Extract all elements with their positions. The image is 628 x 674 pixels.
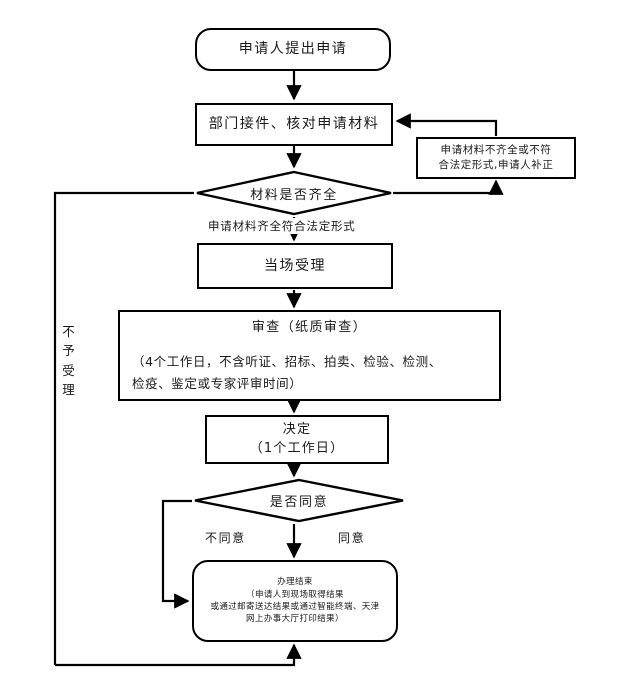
node-complete-label: 材料是否齐全: [250, 187, 338, 203]
node-decide[interactable]: 决定 （1个工作日）: [205, 415, 389, 464]
edge-label-reject-c3: 理: [62, 382, 76, 398]
node-review-line1: （4个工作日，不含听证、招标、拍卖、检验、检测、: [132, 353, 442, 369]
node-supplement-line2: 合法定形式,申请人补正: [438, 159, 554, 171]
node-accept-label: 当场受理: [264, 257, 326, 274]
node-finish-line3: 或通过邮寄送达结果或通过智能终端、天津: [210, 602, 380, 612]
node-review[interactable]: 审查（纸质审查） （4个工作日，不含听证、招标、拍卖、检验、检测、 检疫、鉴定或…: [118, 310, 501, 401]
edge-label-agree: 同意: [338, 529, 366, 546]
node-receive-label: 部门接件、核对申请材料: [208, 116, 380, 133]
node-complete-decision[interactable]: 材料是否齐全: [195, 170, 393, 216]
node-agree-label: 是否同意: [269, 495, 329, 510]
diamond-shape: [194, 478, 404, 523]
node-receive[interactable]: 部门接件、核对申请材料: [195, 103, 393, 146]
node-finish-line4: 网上办事大厅打印结果）: [246, 614, 344, 625]
node-agree-decision[interactable]: 是否同意: [193, 478, 405, 523]
node-finish[interactable]: 办理结束 （申请人到现场取得结果 或通过邮寄送达结果或通过智能终端、天津 网上办…: [192, 560, 398, 642]
node-accept[interactable]: 当场受理: [197, 243, 393, 289]
edge-reject-rail-to-finish: [55, 643, 302, 667]
node-review-title: 审查（纸质审查）: [251, 320, 368, 335]
edge-label-reject-c2: 受: [62, 362, 76, 378]
edge-supplement-to-receive: [395, 113, 498, 136]
edge-label-disagree: 不同意: [205, 529, 246, 546]
node-apply-label: 申请人提出申请: [238, 41, 348, 58]
edge-label-reject-c0: 不: [62, 324, 76, 339]
edge-label-reject-c1: 予: [62, 343, 76, 359]
edge-label-reject: 不 予 受 理: [60, 322, 78, 400]
node-decide-line1: 决定: [282, 421, 312, 437]
node-supplement-line1: 申请材料不齐全或不符: [440, 143, 552, 156]
edge-complete-reject-rail: [53, 191, 194, 665]
node-review-line2: 检疫、鉴定或专家评审时间）: [132, 375, 303, 391]
node-decide-line2: （1个工作日）: [249, 440, 345, 456]
node-apply[interactable]: 申请人提出申请: [195, 28, 391, 71]
node-supplement[interactable]: 申请材料不齐全或不符 合法定形式,申请人补正: [416, 137, 576, 179]
node-finish-line1: 办理结束: [277, 577, 313, 588]
node-finish-line2: （申请人到现场取得结果: [246, 589, 344, 600]
edge-disagree-to-finish: [161, 499, 192, 609]
edge-complete-to-supplement: [393, 179, 504, 195]
diamond-shape: [196, 170, 392, 216]
edge-label-conform: 申请材料齐全符合法定形式: [206, 218, 358, 234]
